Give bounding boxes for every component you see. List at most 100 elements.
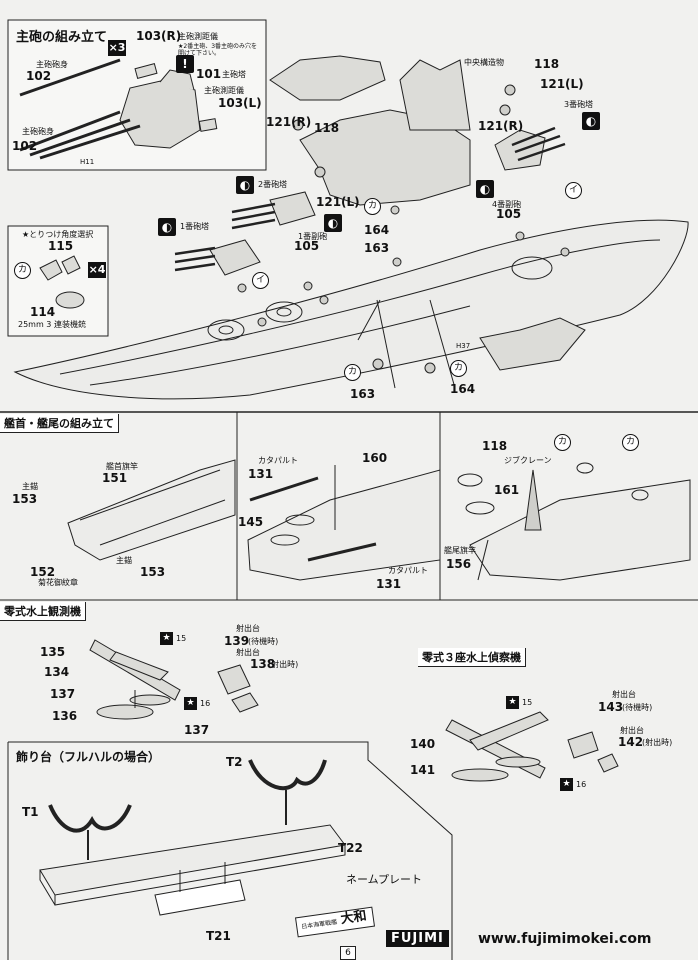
part-102a: 102 (26, 69, 52, 83)
part-152: 152 (30, 565, 56, 579)
star-16-label: 16 (200, 699, 211, 708)
nameplate-ship-name: 大和 (339, 908, 368, 928)
sec-gun-1-label: 1番副砲 (298, 232, 328, 241)
catapult-label-1: カタパルト (258, 456, 298, 465)
part-121l-b: 121(L) (316, 195, 360, 209)
part-103r-name: 主砲測距儀 (178, 32, 218, 41)
launch-stand-label-4: 射出台 (620, 726, 644, 735)
i-marker-2: イ (252, 272, 269, 289)
part-121l-a: 121(L) (540, 77, 584, 91)
part-102b-name: 主砲砲身 (22, 127, 54, 136)
part-138: 138 (250, 657, 276, 671)
part-136: 136 (52, 709, 78, 723)
part-153b: 153 (140, 565, 166, 579)
part-105a: 105 (294, 239, 320, 253)
part-103l-name: 主砲測距儀 (204, 86, 244, 95)
turret-1-label: 1番砲塔 (180, 222, 210, 231)
catapult-label-2: カタパルト (388, 566, 428, 575)
part-114: 114 (30, 305, 56, 319)
part-103r: 103(R) (136, 29, 182, 43)
part-118-stern: 118 (482, 439, 508, 453)
part-143: 143 (598, 700, 624, 714)
part-163b: 163 (350, 387, 376, 401)
part-143-state: (待機時) (622, 703, 653, 712)
part-137a: 137 (50, 687, 76, 701)
part-131b: 131 (376, 577, 402, 591)
part-160: 160 (362, 451, 388, 465)
jib-crane-label: ジブクレーン (504, 456, 552, 465)
stand-title: 飾り台（フルハルの場合） (16, 750, 161, 764)
drill-note: ★2番主砲、3番主砲のみ穴を開けて下さい。 (178, 43, 258, 57)
part-121r-b: 121(R) (266, 115, 312, 129)
part-142-state: (射出時) (642, 738, 673, 747)
part-131a: 131 (248, 467, 274, 481)
turret-3-label: 3番砲塔 (564, 100, 594, 109)
part-118a: 118 (534, 57, 560, 71)
star-16-icon: ★ (184, 697, 197, 710)
part-151: 151 (102, 471, 128, 485)
part-t22: T22 (338, 841, 363, 855)
zero-obs-title: 零式水上観測機 (0, 602, 86, 621)
central-structure-label: 中央構造物 (464, 58, 504, 67)
part-138-state: (射出時) (268, 660, 299, 669)
part-103l: 103(L) (218, 96, 262, 110)
zero-recon-title: 零式３座水上偵察機 (418, 648, 526, 667)
part-140: 140 (410, 737, 436, 751)
part-139: 139 (224, 634, 250, 648)
ka-marker-2: カ (344, 364, 361, 381)
main-gun-title: 主砲の組み立て (16, 30, 108, 45)
part-102b: 102 (12, 139, 38, 153)
part-139-state: (待機時) (248, 637, 279, 646)
runner-h37: H37 (456, 342, 471, 350)
bow-stern-title: 艦首・艦尾の組み立て (0, 414, 119, 433)
page-number: 6 (340, 946, 356, 960)
part-145: 145 (238, 515, 264, 529)
website-url[interactable]: www.fujimimokei.com (478, 931, 652, 947)
drill-hole-icon: ! (176, 55, 194, 73)
ka-marker-1: カ (364, 198, 381, 215)
part-153a: 153 (12, 492, 38, 506)
aa-multiplier: ×4 (88, 262, 106, 278)
part-t21: T21 (206, 929, 231, 943)
ka-marker-4: カ (554, 434, 571, 451)
turret-2-orientation-icon: ◐ (236, 176, 254, 194)
launch-stand-label-3: 射出台 (612, 690, 636, 699)
part-115: 115 (48, 239, 74, 253)
part-137b: 137 (184, 723, 210, 737)
star-15-icon: ★ (160, 632, 173, 645)
sec-gun-4-label: 4番副砲 (492, 200, 522, 209)
part-141: 141 (410, 763, 436, 777)
anchor-label-1: 主錨 (22, 482, 38, 491)
part-163a: 163 (364, 241, 390, 255)
part-142: 142 (618, 735, 644, 749)
part-164a: 164 (364, 223, 390, 237)
part-105b: 105 (496, 207, 522, 221)
launch-stand-label-1: 射出台 (236, 624, 260, 633)
sec-gun-1-orientation-icon: ◐ (324, 214, 342, 232)
star-15-label: 15 (176, 634, 187, 643)
part-156: 156 (446, 557, 472, 571)
part-102a-name: 主砲砲身 (36, 60, 68, 69)
i-marker-1: イ (565, 182, 582, 199)
part-135: 135 (40, 645, 66, 659)
nameplate-label: ネームプレート (346, 873, 423, 886)
part-164b: 164 (450, 382, 476, 396)
stern-flagpole-label: 艦尾旗竿 (444, 546, 476, 555)
part-t1: T1 (22, 805, 39, 819)
star-16-icon-recon: ★ (560, 778, 573, 791)
part-t2: T2 (226, 755, 243, 769)
anchor-label-2: 主錨 (116, 556, 132, 565)
part-161: 161 (494, 483, 520, 497)
nameplate-sub: 日本海軍戦艦 (300, 918, 338, 931)
part-134: 134 (44, 665, 70, 679)
ka-marker: カ (14, 262, 31, 279)
aa-angle-caption: ★とりつけ角度選択 (22, 230, 94, 239)
chrysanthemum-label: 菊花御紋章 (38, 578, 78, 587)
turret-3-orientation-icon: ◐ (582, 112, 600, 130)
part-121r-a: 121(R) (478, 119, 524, 133)
fujimi-logo: FUJIMI (386, 930, 449, 947)
star-16-label-recon: 16 (576, 780, 587, 789)
turret-1-orientation-icon: ◐ (158, 218, 176, 236)
part-101: 101 (196, 67, 222, 81)
